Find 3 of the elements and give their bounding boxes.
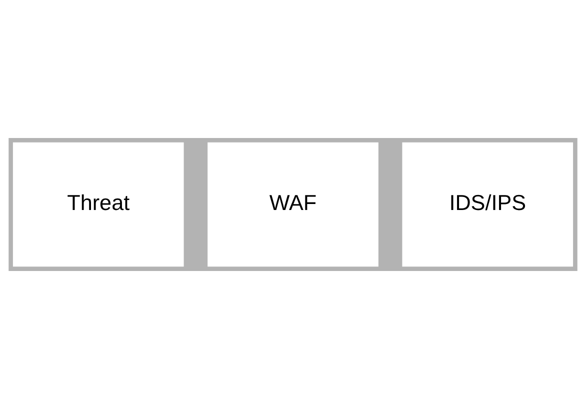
node-box: IDS/IPS xyxy=(402,142,574,267)
node-box: Threat xyxy=(12,142,184,267)
node-box: WAF xyxy=(208,142,378,267)
